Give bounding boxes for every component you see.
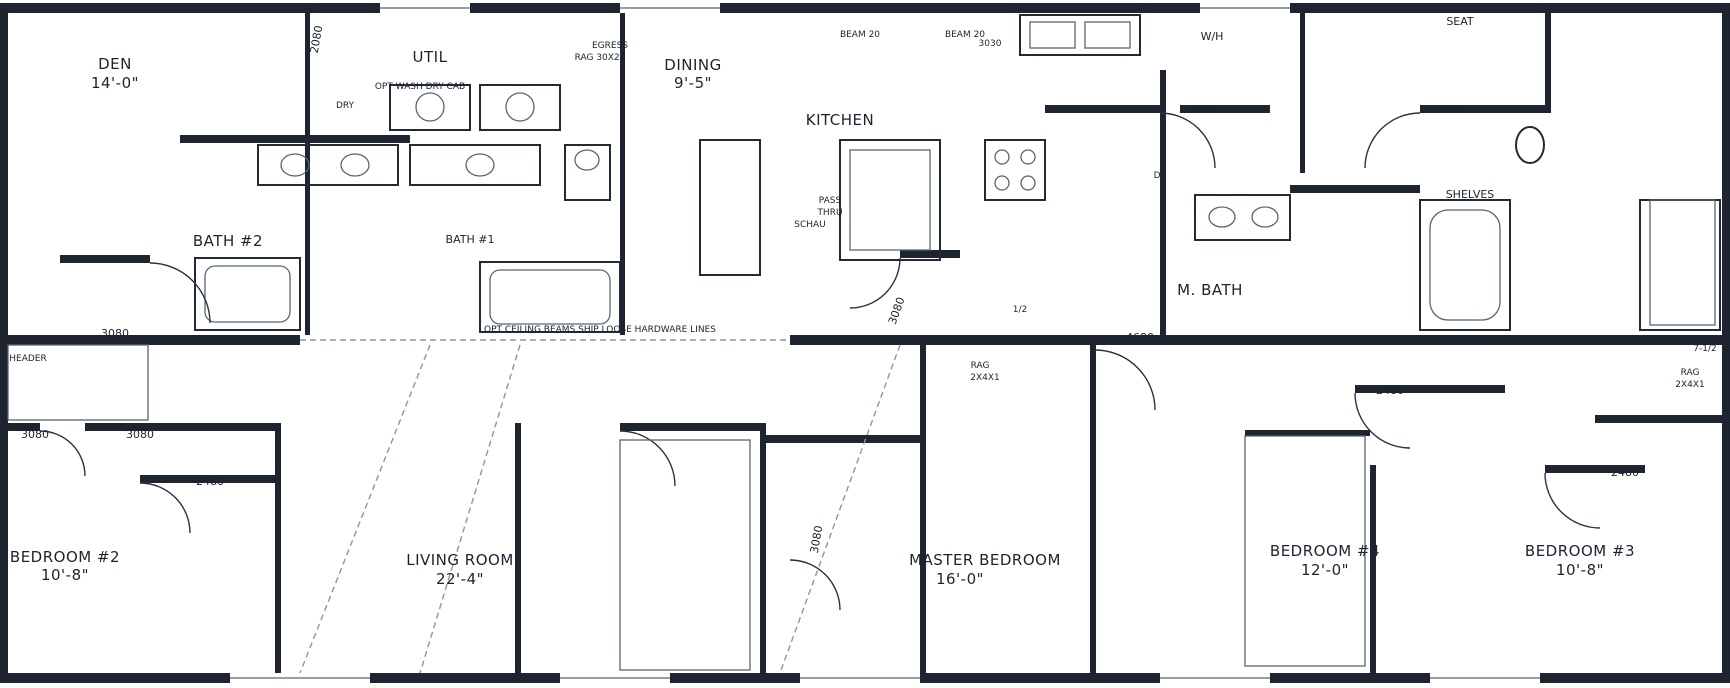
kitchen-island xyxy=(839,139,941,261)
rag-size-note-2: 2X4X1 xyxy=(1675,380,1705,390)
dim-2080-util: 2080 xyxy=(308,24,326,54)
dim-3030: 3030 xyxy=(979,39,1002,49)
pass-thru-note-3: SCHAU xyxy=(794,220,826,230)
dim-7-1-2: 7-1/2 xyxy=(1693,344,1716,354)
closets xyxy=(7,199,1716,671)
dim-3080-br-a: 3080 xyxy=(21,428,49,441)
master-label: MASTER BEDROOM xyxy=(909,551,1061,569)
bath2-vanity xyxy=(257,144,399,186)
bath2-label: BATH #2 xyxy=(193,232,263,250)
dining-label: DINING xyxy=(664,56,721,74)
util-label: UTIL xyxy=(413,48,448,66)
ds-note: DS xyxy=(1154,171,1167,181)
shower xyxy=(1639,199,1721,331)
dim-3080-br-b: 3080 xyxy=(126,428,154,441)
bath1-label: BATH #1 xyxy=(446,233,495,246)
living-label: LIVING ROOM xyxy=(406,551,514,569)
wh-note: W/H xyxy=(1201,30,1224,43)
beam-top-note-1: BEAM 20 xyxy=(840,30,880,40)
dim-2480-br2: 2480 xyxy=(196,475,224,488)
interior-walls-top xyxy=(60,13,1551,335)
rag-note-1: RAG xyxy=(971,361,990,371)
rag-note-2: RAG xyxy=(1681,368,1700,378)
pass-thru-note-2: THRU xyxy=(816,208,842,218)
bedroom4-label: BEDROOM #4 xyxy=(1270,542,1380,560)
windows xyxy=(230,3,1540,683)
master-tub xyxy=(1419,199,1511,331)
shelves-note: SHELVES xyxy=(1446,188,1495,201)
beam-top-note-2: BEAM 20 xyxy=(945,30,985,40)
dim-2480-b: 2480 xyxy=(1436,103,1464,116)
doors xyxy=(39,112,1601,611)
dim-2480-a: 2480 xyxy=(1186,103,1214,116)
interior-walls-bottom xyxy=(0,345,1722,673)
beam-note: OPT CEILING BEAMS SHIP LOOSE HARDWARE LI… xyxy=(484,325,716,335)
den-label: DEN xyxy=(98,55,132,73)
dry-note: DRY xyxy=(336,101,355,111)
bedroom4-size: 12'-0" xyxy=(1301,561,1349,579)
dim-3080-master: 3080 xyxy=(886,295,908,326)
pass-thru-note-1: PASS xyxy=(819,196,842,206)
rag-size-note-1: 2X4X1 xyxy=(970,373,1000,383)
bedroom2-label: BEDROOM #2 xyxy=(10,548,120,566)
north-wall xyxy=(0,3,1730,13)
marriage-wall xyxy=(0,335,1730,345)
dim-2480-br3: 2480 xyxy=(1376,384,1404,397)
dining-size: 9'-5" xyxy=(674,74,712,92)
dim-3080-left: 3080 xyxy=(101,327,129,340)
kitchen-sink xyxy=(1019,14,1141,56)
dim-4680: 4680 xyxy=(1126,331,1154,344)
master-bath-vanity xyxy=(1194,194,1291,241)
pass-thru-counter xyxy=(699,139,761,276)
dim-2480-br4: 2480 xyxy=(1611,466,1639,479)
living-diagonals xyxy=(299,344,901,674)
range xyxy=(984,139,1046,201)
bath1-tub xyxy=(479,261,621,333)
dim-3080-vert: 3080 xyxy=(808,524,826,554)
kitchen-label: KITCHEN xyxy=(806,111,875,129)
den-size: 14'-0" xyxy=(91,74,139,92)
egress-size-note: RAG 30X20 xyxy=(575,53,626,63)
master-toilet xyxy=(1515,126,1545,164)
egress-note: EGRESS xyxy=(592,41,628,51)
bedroom3-label: BEDROOM #3 xyxy=(1525,542,1635,560)
header-note: HEADER xyxy=(9,354,46,364)
seat-note: SEAT xyxy=(1446,15,1474,28)
washer-dryer xyxy=(389,84,561,131)
opt-washer-note: OPT WASH DRY CAB xyxy=(375,82,465,92)
bath2-tub xyxy=(194,257,301,331)
living-size: 22'-4" xyxy=(436,570,484,588)
master-size: 16'-0" xyxy=(936,570,984,588)
dim-1-2: 1/2 xyxy=(1013,305,1027,315)
bedroom3-size: 10'-8" xyxy=(1556,561,1604,579)
bath1-fixtures xyxy=(409,144,611,201)
bedroom2-size: 10'-8" xyxy=(41,566,89,584)
master-bath-label: M. BATH xyxy=(1177,281,1243,299)
